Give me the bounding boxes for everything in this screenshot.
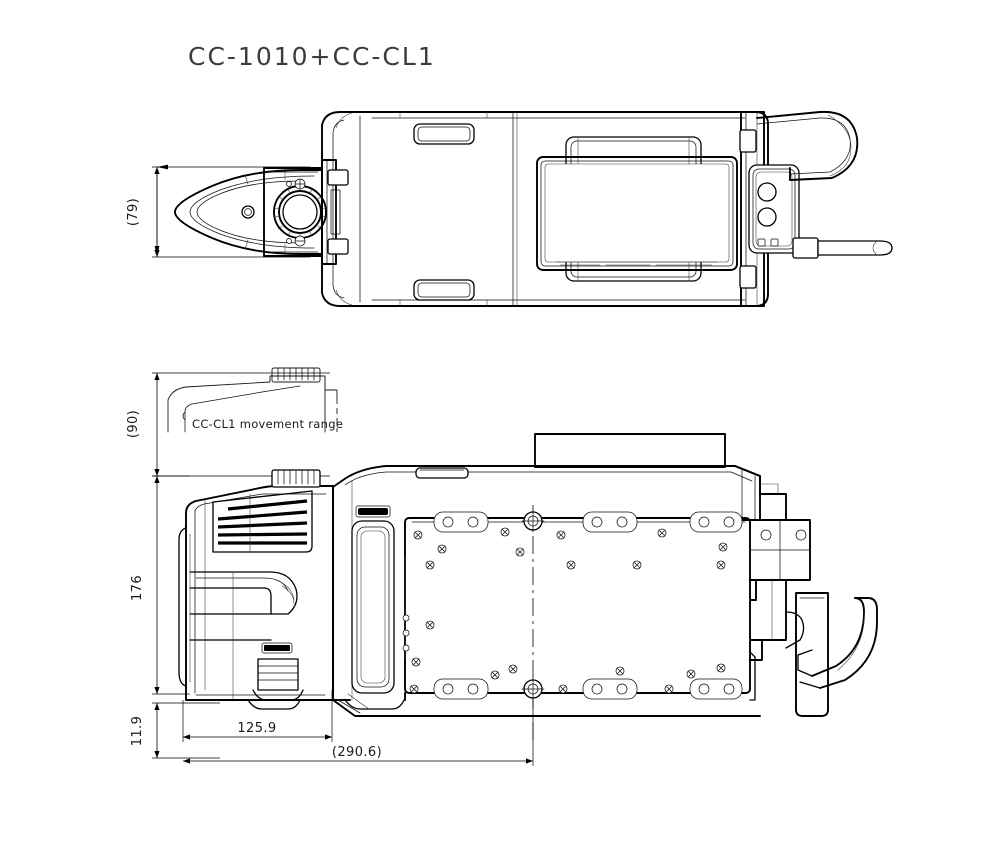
drawing-title: CC-1010+CC-CL1	[188, 42, 436, 71]
top-view-button-2[interactable]	[757, 207, 777, 227]
dimension-90-label: (90)	[126, 410, 141, 438]
mount-pad	[689, 511, 743, 533]
side-view: (90) 176 11.9 125.9	[126, 367, 878, 766]
dimension-290-6: (290.6)	[183, 700, 534, 766]
dimension-176: 176	[130, 475, 190, 695]
screw-icon-group	[409, 527, 728, 694]
mount-pad	[433, 511, 489, 533]
side-view-body	[178, 433, 878, 745]
top-view-indicator-1	[757, 238, 766, 247]
mount-pad	[689, 678, 743, 700]
bolt-boss	[521, 677, 545, 701]
dimension-79-label: (79)	[126, 198, 141, 226]
dimension-290-6-label: (290.6)	[332, 745, 382, 760]
screw-icon	[286, 235, 306, 247]
side-window	[351, 505, 395, 694]
screw-icon	[286, 178, 306, 190]
top-view: (79)	[126, 111, 893, 307]
dimension-11-9: 11.9	[130, 702, 220, 759]
top-view-body	[174, 111, 893, 307]
mount-pad	[582, 678, 638, 700]
top-view-button-1[interactable]	[757, 182, 777, 202]
dimension-125-9-label: 125.9	[237, 721, 276, 736]
dimension-11-9-label: 11.9	[130, 716, 145, 747]
vent-grille	[212, 490, 313, 553]
title-text: CC-1010+CC-CL1	[188, 42, 436, 71]
top-view-indicator-2	[770, 238, 779, 247]
cl1-movement-ghost: CC-CL1 movement range	[167, 367, 343, 433]
cl1-movement-range-label: CC-CL1 movement range	[192, 417, 343, 431]
mount-pad	[433, 678, 489, 700]
bolt-boss	[521, 509, 545, 533]
dimension-125-9: 125.9	[182, 690, 333, 742]
dimension-176-label: 176	[130, 575, 145, 601]
dimension-90: (90)	[126, 372, 330, 477]
dimension-79: (79)	[126, 164, 310, 258]
mount-pad	[582, 511, 638, 533]
